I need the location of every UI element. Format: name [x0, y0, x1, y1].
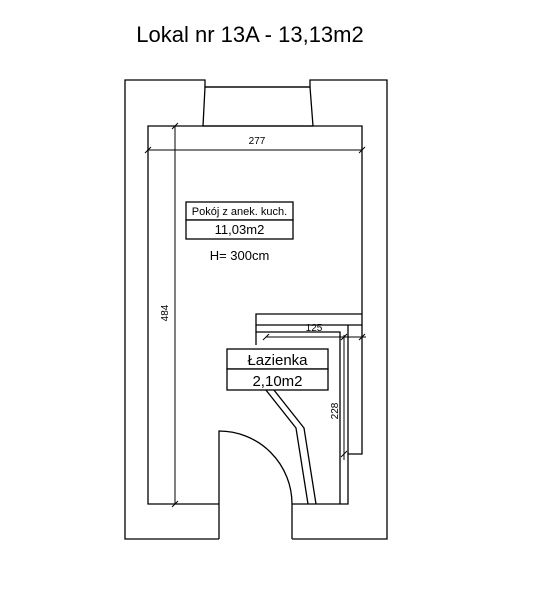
- dim-tick: [171, 500, 179, 508]
- bathroom-name: Łazienka: [247, 352, 308, 369]
- dim-tick: [358, 333, 366, 341]
- window-opening: [202, 86, 314, 127]
- dim-label-277: 277: [249, 136, 266, 147]
- bathroom-label: Łazienka 2,10m2: [226, 348, 329, 391]
- dim-tick: [262, 333, 270, 341]
- bathroom-door-frame-inner: [265, 379, 317, 505]
- inner-wall: [147, 125, 363, 505]
- door-swing: [218, 430, 293, 505]
- main-room-area: 11,03m2: [215, 222, 265, 237]
- dim-label-125: 125: [306, 323, 323, 334]
- main-room-label: Pokój z anek. kuch. 11,03m2 H= 300cm: [185, 201, 294, 263]
- dim-label-228: 228: [330, 402, 341, 419]
- dim-tick: [171, 122, 179, 130]
- bathroom-door-frame-outer: [257, 379, 309, 505]
- dim-label-484: 484: [160, 304, 171, 321]
- plan-title: Lokal nr 13A - 13,13m2: [136, 22, 364, 47]
- dim-tick: [144, 146, 152, 154]
- bathroom-wall-top: [255, 313, 362, 326]
- dim-tick: [340, 450, 348, 458]
- dim-tick: [340, 333, 348, 341]
- main-room-height: H= 300cm: [210, 248, 270, 263]
- main-room-name: Pokój z anek. kuch.: [192, 206, 287, 218]
- bathroom-area: 2,10m2: [252, 373, 302, 390]
- bathroom-wall-inner: [255, 325, 341, 504]
- dim-tick: [358, 146, 366, 154]
